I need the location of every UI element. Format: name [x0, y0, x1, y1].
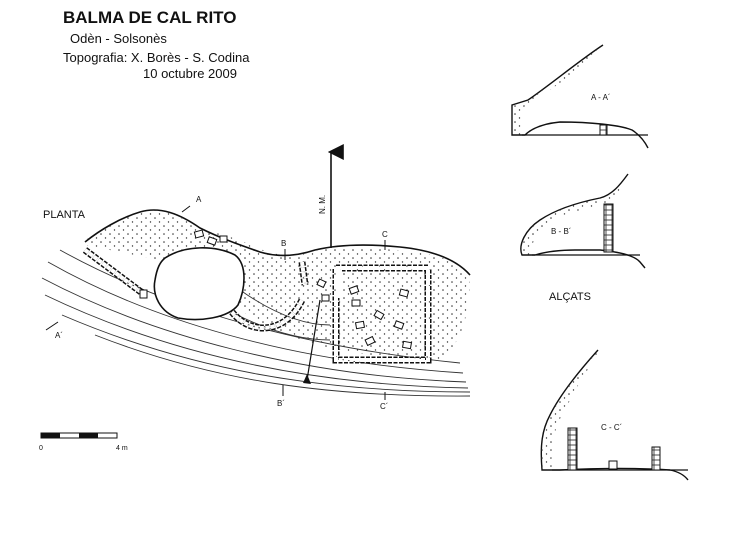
- section-a-prime-label: A´: [55, 331, 63, 340]
- elevation-views: ALÇATS A - A´ B - B´ C - C´: [511, 44, 689, 481]
- section-a-title: A - A´: [591, 93, 611, 102]
- section-c-title: C - C´: [601, 423, 622, 432]
- hut-rubble: [348, 285, 413, 350]
- location-text: Odèn - Solsonès: [70, 31, 167, 46]
- scale-start-label: 0: [39, 445, 43, 452]
- section-b-title: B - B´: [551, 227, 571, 236]
- section-c-label: C: [382, 230, 388, 239]
- scree-floor: [85, 210, 470, 360]
- north-label: N. M.: [318, 195, 327, 214]
- survey-date: 10 octubre 2009: [143, 66, 237, 81]
- hut-enclosure: [332, 264, 432, 364]
- section-c-elevation: [540, 349, 689, 481]
- section-b-prime-label: B´: [277, 399, 285, 408]
- projection-arrow-icon: [303, 374, 311, 384]
- boulder: [153, 247, 245, 321]
- section-a-label: A: [196, 195, 202, 204]
- elevations-label: ALÇATS: [549, 291, 591, 303]
- projection-line: [306, 299, 321, 381]
- section-markers: [45, 205, 386, 400]
- section-a-elevation: [511, 44, 649, 149]
- loose-rocks: [193, 229, 330, 302]
- diagram-title: BALMA DE CAL RITO: [63, 8, 237, 27]
- plan-view: PLANTA: [39, 144, 471, 452]
- section-c-prime-label: C´: [380, 402, 388, 411]
- scale-bar: [40, 432, 118, 439]
- section-b-label: B: [281, 239, 286, 248]
- survey-credits: Topografia: X. Borès - S. Codina: [63, 50, 250, 65]
- scale-end-label: 4 m: [116, 445, 128, 452]
- cave-dripline: [84, 209, 471, 276]
- plan-label: PLANTA: [43, 209, 86, 221]
- section-b-elevation: [520, 173, 646, 269]
